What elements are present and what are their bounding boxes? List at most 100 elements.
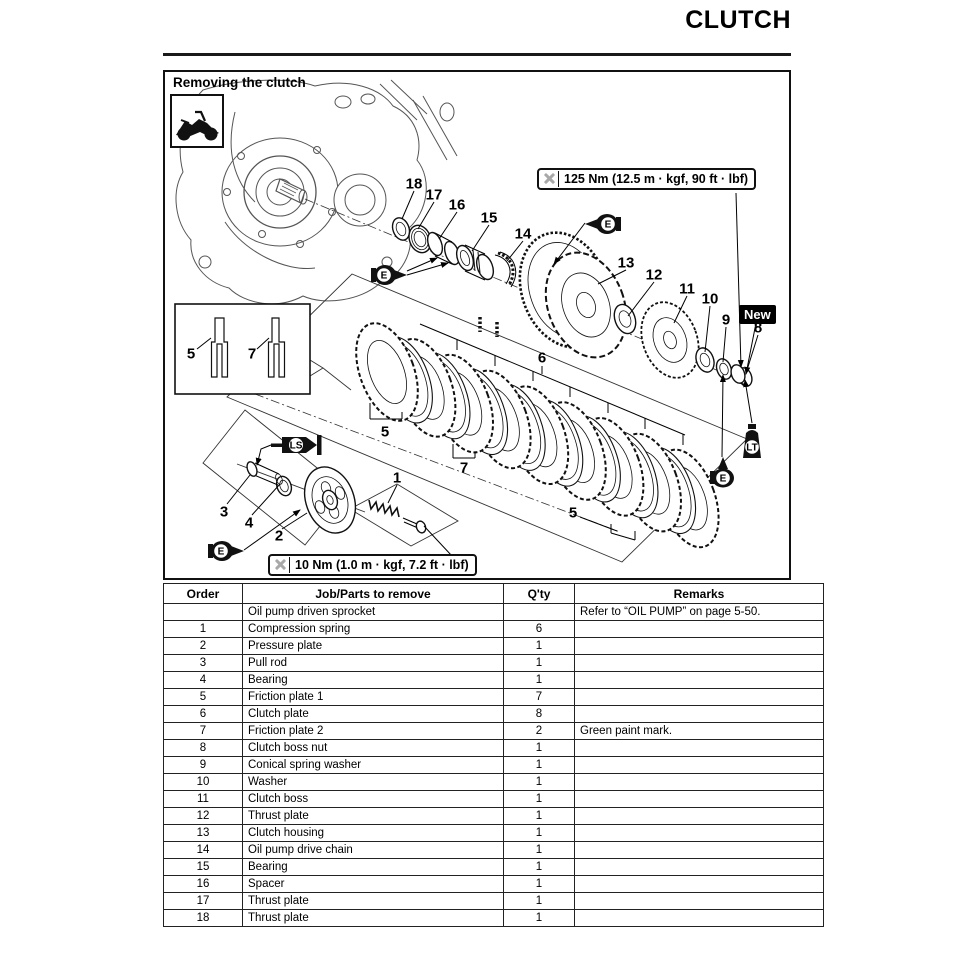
cell-order: 10	[163, 773, 243, 791]
cell-remarks	[574, 620, 824, 638]
torque-upper-text: 125 Nm (12.5 m · kgf, 90 ft · lbf)	[564, 172, 749, 186]
cell-order: 2	[163, 637, 243, 655]
cell-order: 9	[163, 756, 243, 774]
cell-order: 7	[163, 722, 243, 740]
cell-remarks	[574, 807, 824, 825]
spring-frame	[349, 483, 459, 547]
figure-box: Removing the clutch	[163, 70, 791, 580]
cell-qty: 1	[503, 824, 575, 842]
torque-spec-upper: 125 Nm (12.5 m · kgf, 90 ft · lbf)	[537, 168, 757, 190]
locktite-symbol-letters: LT	[746, 443, 757, 454]
cell-qty: 1	[503, 790, 575, 808]
pressure-plate-group	[246, 461, 427, 534]
cell-qty: 1	[503, 671, 575, 689]
cell-remarks	[574, 739, 824, 757]
cell-job: Friction plate 2	[242, 722, 504, 740]
cell-job: Conical spring washer	[242, 756, 504, 774]
cell-order: 6	[163, 705, 243, 723]
cell-order: 8	[163, 739, 243, 757]
cell-job: Clutch plate	[242, 705, 504, 723]
clutch-housing-art	[518, 231, 628, 359]
cell-order: 18	[163, 909, 243, 927]
cell-order: 17	[163, 892, 243, 910]
oil-symbol-top: E	[584, 209, 622, 244]
cell-remarks: Refer to “OIL PUMP” on page 5-50.	[574, 603, 824, 621]
cell-job: Thrust plate	[242, 892, 504, 910]
cell-remarks	[574, 790, 824, 808]
boss-nut-art	[730, 364, 753, 387]
locktite-symbol: LT	[739, 424, 765, 465]
cell-order: 11	[163, 790, 243, 808]
wrench-icon	[541, 171, 559, 187]
cell-order: 14	[163, 841, 243, 859]
cell-job: Bearing	[242, 858, 504, 876]
torque-lower-text: 10 Nm (1.0 m · kgf, 7.2 ft · lbf)	[295, 558, 469, 572]
oil-symbol-letter: E	[605, 220, 612, 231]
oil-symbol-letter: E	[218, 547, 225, 558]
torque-spec-lower: 10 Nm (1.0 m · kgf, 7.2 ft · lbf)	[268, 554, 477, 576]
plate-stack-art	[355, 322, 720, 549]
cell-remarks	[574, 909, 824, 927]
cell-order: 1	[163, 620, 243, 638]
cell-job: Clutch housing	[242, 824, 504, 842]
cell-qty: 1	[503, 807, 575, 825]
thrust-plate-art	[613, 303, 637, 335]
cell-qty: 1	[503, 892, 575, 910]
cell-job: Thrust plate	[242, 807, 504, 825]
cell-job: Spacer	[242, 875, 504, 893]
wrench-icon	[272, 557, 290, 573]
cell-remarks	[574, 841, 824, 859]
cell-remarks	[574, 671, 824, 689]
cell-order: 3	[163, 654, 243, 672]
cell-order: 15	[163, 858, 243, 876]
grease-symbol-letters: LS	[290, 441, 303, 452]
oil-symbol-left: E	[370, 260, 408, 295]
friction-plate-inset	[174, 303, 311, 395]
cell-order: 16	[163, 875, 243, 893]
figure-heading: Removing the clutch	[173, 75, 306, 90]
plate-group-frame	[202, 409, 348, 546]
title-rule	[163, 53, 791, 56]
cell-qty: 1	[503, 858, 575, 876]
header-job: Job/Parts to remove	[242, 583, 504, 604]
oil-symbol-letter: E	[720, 474, 727, 485]
cell-qty: 1	[503, 756, 575, 774]
oil-symbol-letter: E	[381, 271, 388, 282]
cell-job: Compression spring	[242, 620, 504, 638]
header-order: Order	[163, 583, 243, 604]
cell-order: 5	[163, 688, 243, 706]
cell-qty: 1	[503, 654, 575, 672]
cell-job: Bearing	[242, 671, 504, 689]
header-remarks: Remarks	[574, 583, 824, 604]
new-part-badge: New	[739, 305, 776, 324]
bracket-5b	[579, 516, 636, 541]
page-title: CLUTCH	[685, 6, 791, 34]
cell-qty: 1	[503, 909, 575, 927]
exploded-diagram	[174, 79, 759, 563]
cell-job: Pull rod	[242, 654, 504, 672]
cell-remarks: Green paint mark.	[574, 722, 824, 740]
callout-leaders	[226, 190, 759, 530]
engine-case-art	[175, 79, 458, 305]
cell-qty	[503, 603, 575, 621]
washer-art	[695, 347, 715, 373]
cell-remarks	[574, 705, 824, 723]
cell-remarks	[574, 773, 824, 791]
cell-qty: 1	[503, 875, 575, 893]
